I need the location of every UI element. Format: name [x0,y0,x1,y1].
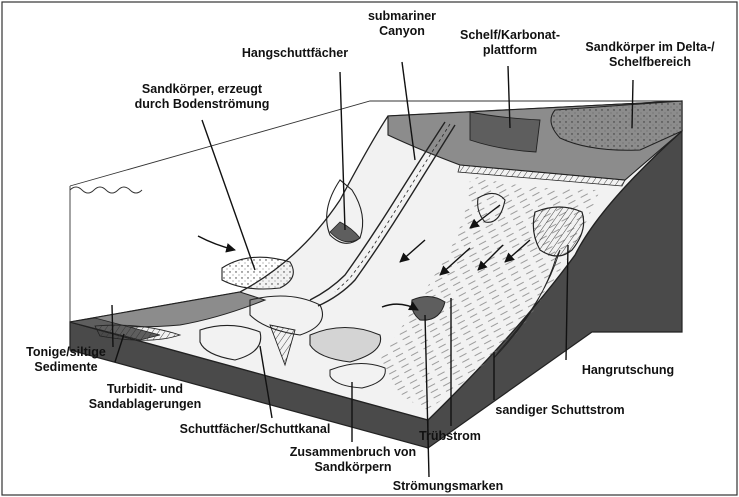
leader-tonige [112,305,113,347]
label-schuttfaecher: Schuttfächer/Schuttkanal [180,422,331,436]
label-sandiger: sandiger Schuttstrom [495,403,624,417]
label-stroemungsmarken: Strömungsmarken [393,479,503,493]
leader-delta [632,80,633,128]
label-delta-2: Schelfbereich [609,55,691,69]
label-plattform: plattform [483,43,537,57]
label-truebstrom: Trübstrom [419,429,481,443]
label-zusammenbruch-1: Zusammenbruch von [290,445,416,459]
label-tonige-1: Tonige/siltige [26,345,106,359]
label-bodenstroemung-2: durch Bodenströmung [135,97,270,111]
label-hangschutt: Hangschuttfächer [242,46,348,60]
label-hangrutschung: Hangrutschung [582,363,674,377]
label-tonige-2: Sedimente [34,360,97,374]
contourite-sand-body [222,257,293,289]
label-zusammenbruch-2: Sandkörpern [314,460,391,474]
label-turbidit-1: Turbidit- und [107,382,183,396]
label-submariner: submariner [368,9,436,23]
label-delta-1: Sandkörper im Delta-/ [585,40,715,54]
label-schelf: Schelf/Karbonat- [460,28,560,42]
label-bodenstroemung-1: Sandkörper, erzeugt [142,82,263,96]
label-turbidit-2: Sandablagerungen [89,397,202,411]
label-canyon: Canyon [379,24,425,38]
